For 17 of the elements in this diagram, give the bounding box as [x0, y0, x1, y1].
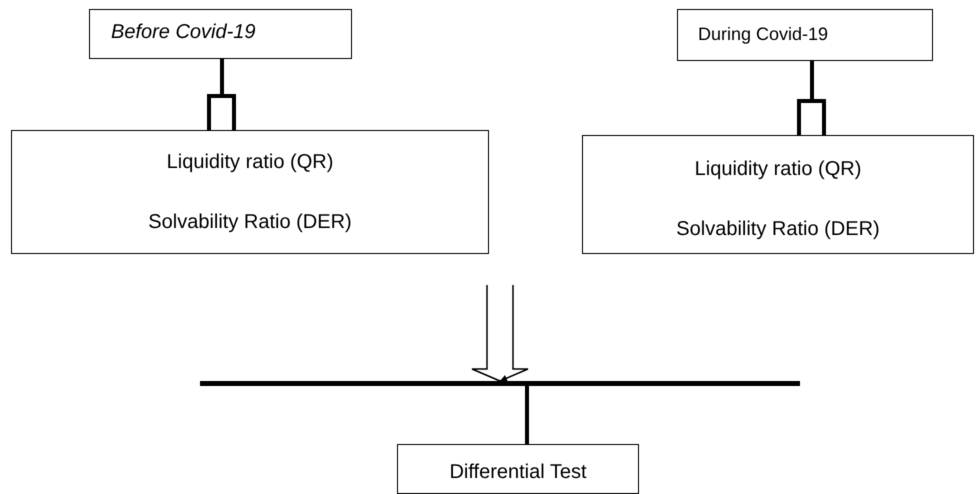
process-box: [11, 130, 489, 254]
horizontal-bar: [200, 381, 800, 386]
node-text: Before Covid-19: [111, 21, 256, 44]
connector: [797, 61, 826, 137]
block-arrow: [471, 284, 529, 382]
node-text: During Covid-19: [698, 24, 828, 45]
node-text: Differential Test: [448, 461, 588, 484]
node-text: Liquidity ratio (QR): [694, 158, 862, 181]
connector: [207, 59, 236, 132]
label-box: [677, 9, 933, 61]
process-box: [397, 444, 639, 494]
label-box: [89, 9, 352, 59]
node-text: Solvability Ratio (DER): [675, 218, 881, 241]
process-box: [582, 135, 974, 254]
node-text: Liquidity ratio (QR): [166, 151, 334, 174]
node-text: Solvability Ratio (DER): [147, 211, 353, 234]
connector: [525, 386, 529, 444]
